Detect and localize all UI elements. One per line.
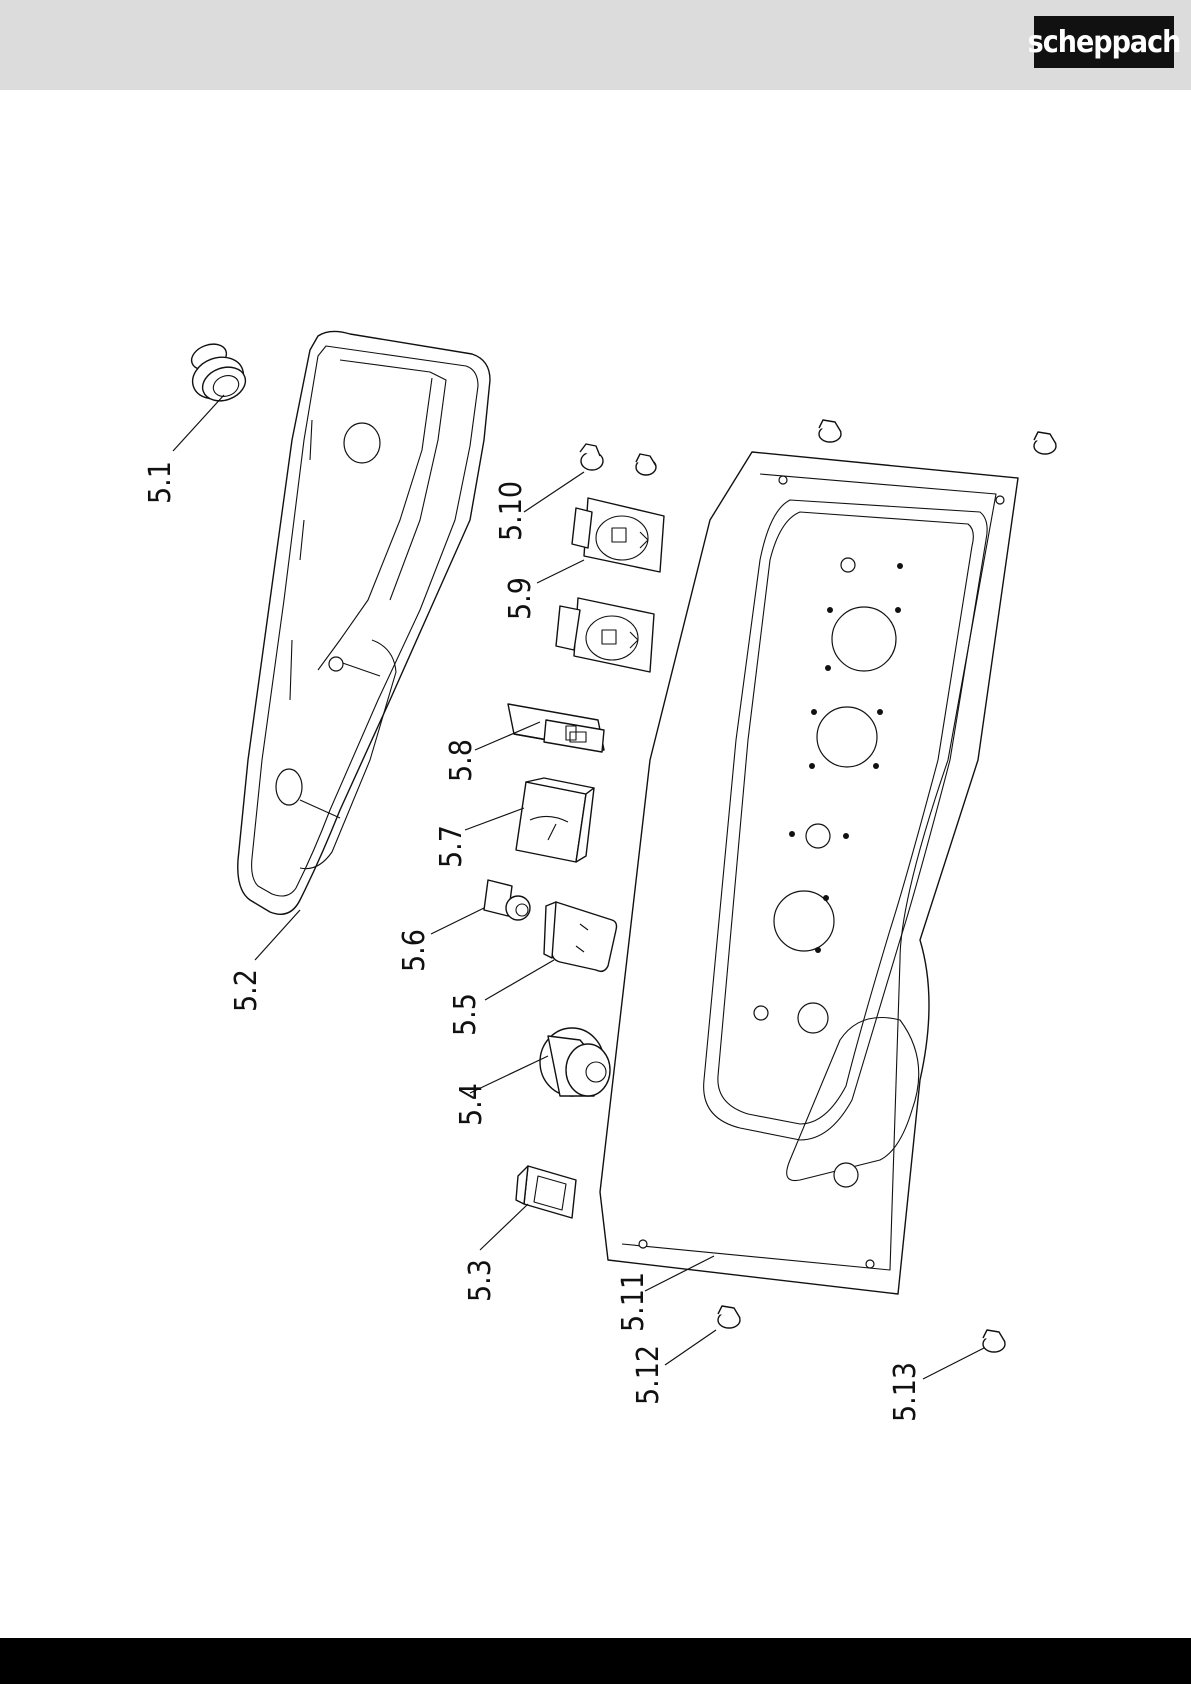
part-5-9-socket-upper xyxy=(572,498,664,572)
part-5-11-panel xyxy=(600,452,1018,1294)
label-5-2: 5.2 xyxy=(229,969,264,1012)
label-5-6: 5.6 xyxy=(397,929,432,972)
part-5-4-knob xyxy=(540,1028,610,1096)
label-5-3: 5.3 xyxy=(463,1259,498,1302)
label-5-11: 5.11 xyxy=(616,1272,651,1332)
part-5-3-rocker-switch xyxy=(516,1166,576,1218)
label-5-9: 5.9 xyxy=(503,577,538,620)
label-5-13: 5.13 xyxy=(888,1362,923,1422)
part-5-13-bolt xyxy=(983,1330,1005,1352)
panel-top-bolts xyxy=(819,420,1056,454)
label-5-4: 5.4 xyxy=(454,1083,489,1126)
label-5-8: 5.8 xyxy=(444,739,479,782)
part-5-1-knob xyxy=(187,340,250,407)
part-5-12-bolt xyxy=(718,1306,740,1328)
part-5-6-breaker xyxy=(484,880,530,920)
label-5-5: 5.5 xyxy=(448,993,483,1036)
label-5-10: 5.10 xyxy=(494,481,529,541)
part-5-7-meter xyxy=(516,778,594,862)
part-5-5-outlet xyxy=(544,902,617,971)
label-5-12: 5.12 xyxy=(631,1345,666,1405)
label-5-7: 5.7 xyxy=(434,825,469,868)
label-5-1: 5.1 xyxy=(143,461,178,504)
part-5-10-screws xyxy=(580,444,656,475)
page-footer xyxy=(0,1638,1191,1684)
part-5-8-switch xyxy=(508,704,604,752)
part-5-9-socket-lower xyxy=(556,598,654,672)
